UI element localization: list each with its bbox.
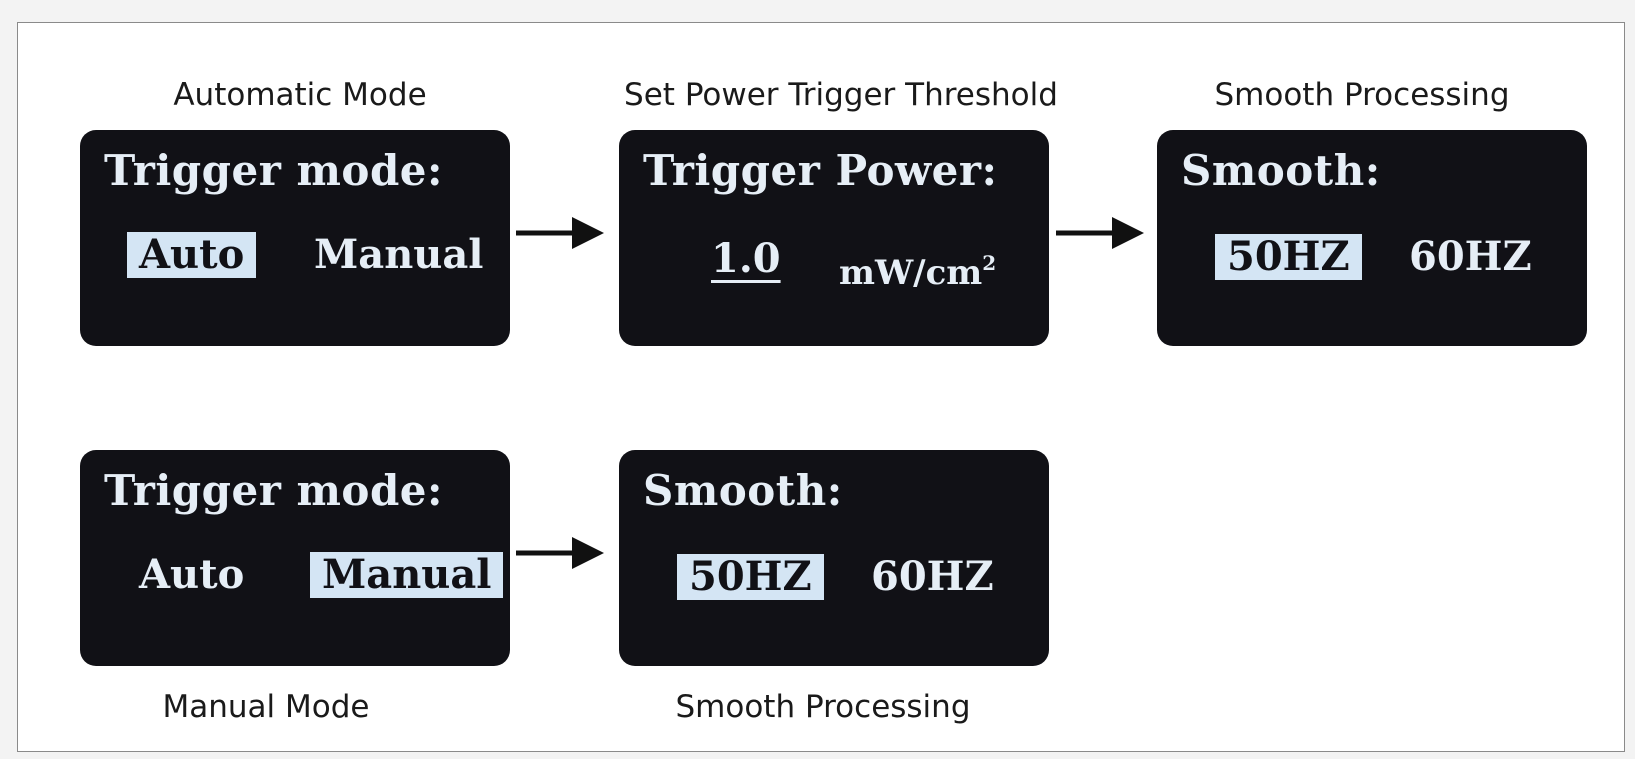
screen-title: Smooth: [1181,146,1381,195]
caption-manual-mode: Manual Mode [162,689,370,725]
caption-automatic-mode: Automatic Mode [173,77,427,113]
option-60hz: 60HZ [871,553,994,600]
caption-smooth-processing-top: Smooth Processing [1214,77,1510,113]
option-auto: Auto [139,551,245,598]
screen-smooth-top: Smooth: 50HZ 60HZ [1157,130,1587,346]
screen-title: Trigger mode: [104,146,444,195]
unit-exponent: 2 [982,251,997,275]
trigger-power-value: 1.0 [711,236,781,282]
trigger-power-number: 1.0 [711,235,781,282]
option-50hz-selected: 50HZ [1215,234,1362,280]
trigger-power-unit: mW/cm2 [839,240,996,296]
screen-title: Trigger mode: [104,466,444,515]
option-manual-selected: Manual [310,552,504,598]
caption-smooth-processing-bottom: Smooth Processing [675,689,971,725]
unit-text: mW/cm [839,253,983,293]
option-50hz-selected: 50HZ [677,554,824,600]
screen-title: Trigger Power: [643,146,998,195]
caption-set-power-threshold: Set Power Trigger Threshold [624,77,1058,113]
screen-title: Smooth: [643,466,843,515]
screen-trigger-mode-manual: Trigger mode: Auto Manual [80,450,510,666]
screen-trigger-mode-auto: Trigger mode: Auto Manual [80,130,510,346]
option-60hz: 60HZ [1409,233,1532,280]
arrow-right-icon [516,217,604,249]
arrow-right-icon [1056,217,1144,249]
screen-smooth-bottom: Smooth: 50HZ 60HZ [619,450,1049,666]
option-auto-selected: Auto [127,232,257,278]
option-manual: Manual [314,231,484,278]
screen-trigger-power: Trigger Power: 1.0 mW/cm2 [619,130,1049,346]
arrow-right-icon [516,537,604,569]
